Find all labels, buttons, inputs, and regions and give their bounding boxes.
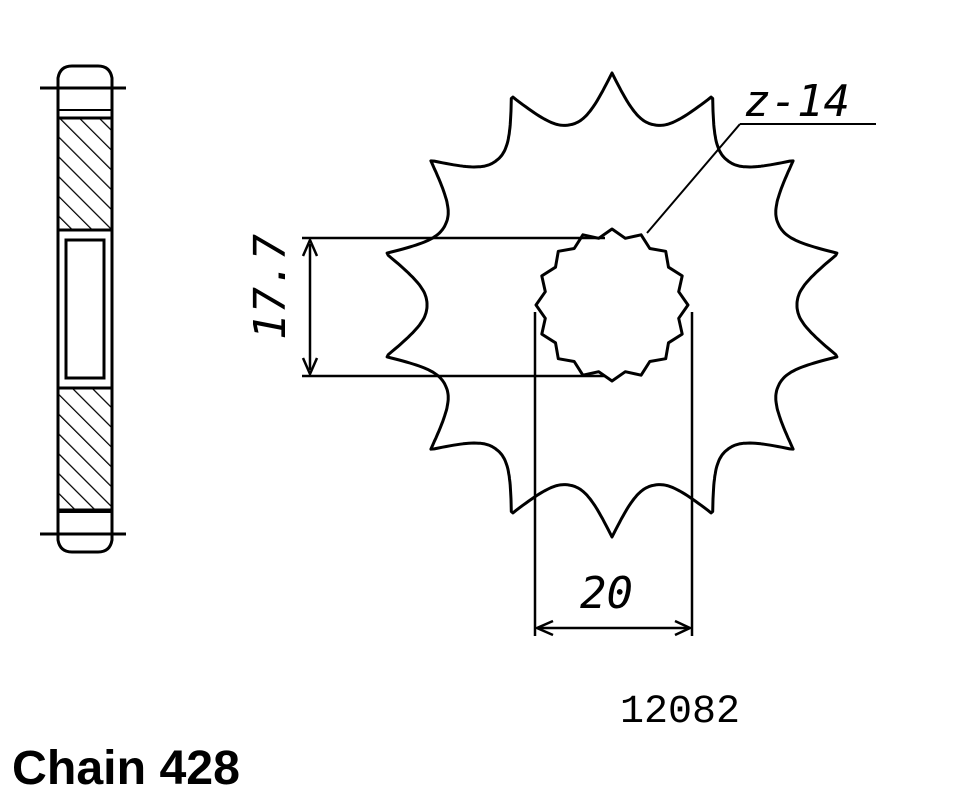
side-view-bottom-tooth: [56, 510, 114, 554]
front-view: 17.7 20 z-14: [245, 71, 876, 637]
side-view-upper-hatch: [56, 116, 114, 232]
tooth-count-label: z-14: [744, 76, 850, 127]
bore-width-dimension: [533, 312, 694, 637]
bore-width-arrow-right: [674, 619, 693, 637]
tooth-count-leader: [646, 123, 876, 234]
side-view: [40, 64, 126, 554]
tooth-count-leader-line: [646, 123, 741, 234]
part-number: 12082: [620, 690, 740, 735]
bore-width-arrow-left: [533, 619, 554, 637]
bore-width-label: 20: [580, 568, 633, 619]
sprocket-outline: [385, 71, 839, 539]
bore-height-arrow-bottom: [301, 357, 319, 378]
side-view-bore-inner: [64, 238, 106, 380]
side-view-top-tooth: [56, 64, 114, 118]
side-view-lower-hatch: [56, 386, 114, 512]
chain-label: Chain 428: [12, 742, 240, 795]
bore-height-arrow-top: [301, 236, 319, 257]
bore-height-label: 17.7: [245, 234, 296, 340]
spline-bore: [534, 227, 690, 383]
bore-height-dimension: [301, 236, 605, 378]
